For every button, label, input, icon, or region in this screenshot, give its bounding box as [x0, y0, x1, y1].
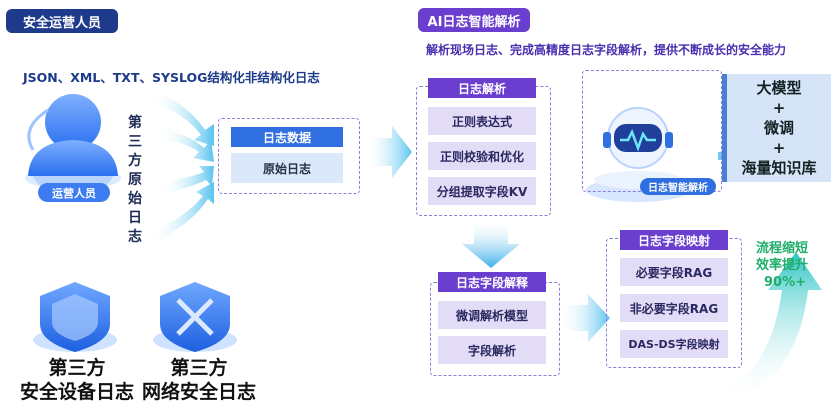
raw-log-item: 原始日志 — [231, 153, 343, 183]
model-line-llm: 大模型 — [756, 79, 802, 97]
field-map-header: 日志字段映射 — [620, 230, 728, 250]
parse-item-regex-validate: 正则校验和优化 — [428, 142, 536, 170]
arrow-in-1 — [150, 92, 214, 146]
result-text: 流程缩短 效率提升 90%+ — [756, 240, 836, 291]
robot-label: 日志智能解析 — [640, 178, 716, 195]
arrow-to-map — [560, 294, 610, 342]
field-parse-header: 日志字段解释 — [438, 272, 546, 292]
result-line-efficiency: 效率提升 — [756, 258, 809, 273]
log-data-frame — [218, 118, 360, 194]
field-parse-item-finetune: 微调解析模型 — [438, 301, 546, 329]
green-up-arrow — [705, 252, 822, 404]
arrow-in-4 — [150, 182, 214, 244]
arrow-to-parse — [365, 126, 412, 178]
operator-avatar — [25, 94, 121, 196]
result-line-percent: 90%+ — [764, 275, 807, 290]
model-box: 大模型 + 微调 + 海量知识库 — [722, 74, 831, 182]
security-device-log-caption: 第三方 安全设备日志 — [19, 357, 134, 403]
arrow-down — [462, 222, 520, 268]
model-line-plus-1: + — [772, 99, 786, 117]
field-map-item-das-ds: DAS-DS字段映射 — [620, 330, 728, 358]
result-line-shorten: 流程缩短 — [756, 241, 809, 256]
log-data-header: 日志数据 — [231, 127, 343, 147]
model-line-finetune: 微调 — [763, 119, 794, 137]
third-party-raw-log-vertical: 第 三 方 原 始 日 志 — [128, 115, 142, 245]
robot-frame — [582, 70, 722, 192]
arrow-in-3 — [160, 166, 214, 194]
field-parse-item-parse: 字段解析 — [438, 336, 546, 364]
security-device-icon — [33, 282, 117, 352]
log-parse-header: 日志解析 — [428, 78, 536, 98]
log-formats-text: JSON、XML、TXT、SYSLOG结构化非结构化日志 — [23, 70, 320, 85]
network-device-icon — [153, 282, 237, 352]
arrow-in-2 — [160, 128, 214, 162]
operator-label: 运营人员 — [38, 183, 110, 202]
ai-subtitle: 解析现场日志、完成高精度日志字段解析，提供不断成长的安全能力 — [426, 43, 787, 57]
model-line-plus-2: + — [772, 139, 786, 157]
parse-item-regex: 正则表达式 — [428, 107, 536, 135]
field-map-item-required: 必要字段RAG — [620, 258, 728, 286]
network-security-log-caption: 第三方 网络安全日志 — [141, 357, 256, 403]
parse-item-group-extract: 分组提取字段KV — [428, 177, 536, 205]
model-line-knowledge: 海量知识库 — [741, 159, 817, 177]
ai-title: AI日志智能解析 — [418, 8, 530, 32]
field-map-item-optional: 非必要字段RAG — [620, 294, 728, 322]
left-title: 安全运营人员 — [6, 9, 118, 33]
